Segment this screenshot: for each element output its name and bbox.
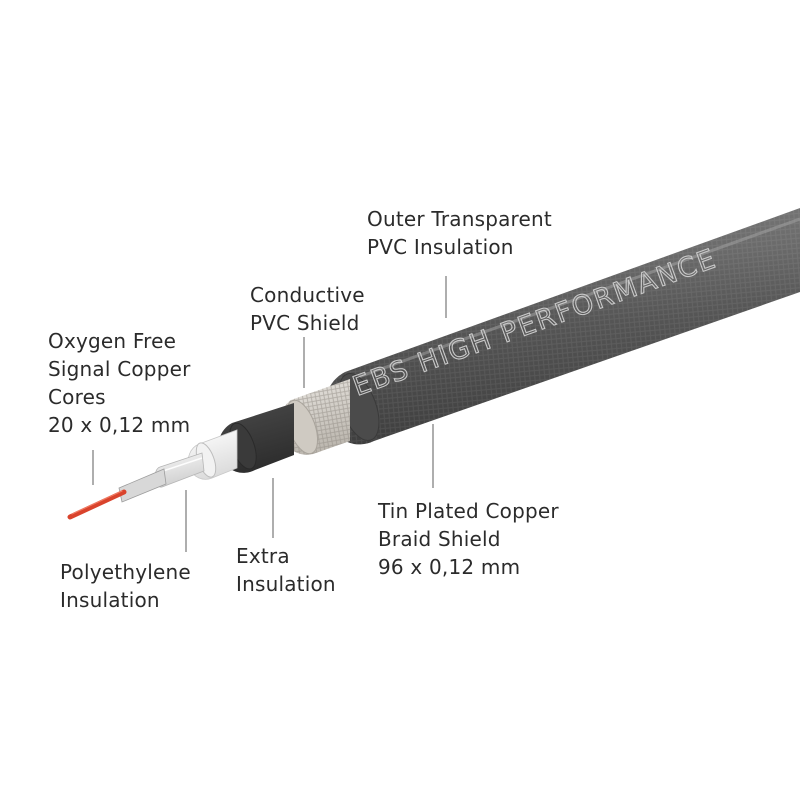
copper-core: [67, 489, 127, 520]
label-copper-cores: Oxygen Free Signal Copper Cores 20 x 0,1…: [48, 329, 191, 437]
polyethylene-highlight: [162, 457, 203, 472]
leader-lines: [92, 276, 447, 552]
label-extra-insulation: Extra Insulation: [236, 544, 336, 596]
label-outer-insulation: Outer Transparent PVC Insulation: [367, 207, 552, 259]
label-conductive-shield: Conductive PVC Shield: [250, 283, 365, 335]
label-polyethylene-insulation: Polyethylene Insulation: [60, 560, 191, 612]
label-braid-shield: Tin Plated Copper Braid Shield 96 x 0,12…: [378, 499, 559, 579]
core-sleeve: [118, 468, 167, 503]
outer-jacket-weave: [324, 208, 800, 445]
copper-core-highlight: [71, 490, 123, 515]
outer-jacket-highlight: [349, 217, 800, 382]
